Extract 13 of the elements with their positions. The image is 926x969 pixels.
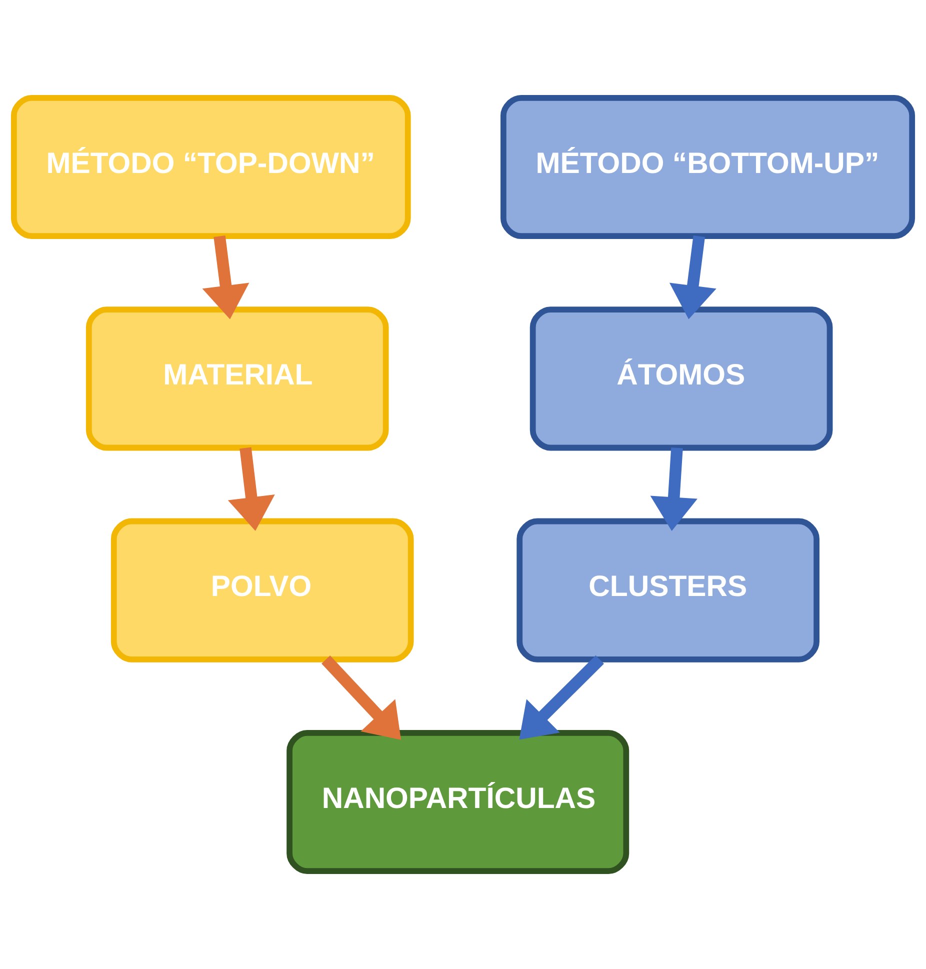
arrow bbox=[519, 655, 604, 740]
arrow bbox=[228, 447, 275, 531]
node-box: MÉTODO “BOTTOM-UP” bbox=[500, 94, 916, 239]
arrow bbox=[650, 448, 698, 531]
arrow bbox=[202, 235, 250, 320]
node-box: POLVO bbox=[110, 518, 414, 662]
node-box: NANOPARTÍCULAS bbox=[286, 730, 630, 874]
node-box: MATERIAL bbox=[86, 306, 389, 451]
arrow bbox=[322, 656, 402, 740]
node-box: MÉTODO “TOP-DOWN” bbox=[10, 94, 411, 239]
arrow bbox=[669, 235, 716, 320]
node-box: CLUSTERS bbox=[516, 518, 820, 662]
node-box: ÁTOMOS bbox=[530, 306, 833, 451]
